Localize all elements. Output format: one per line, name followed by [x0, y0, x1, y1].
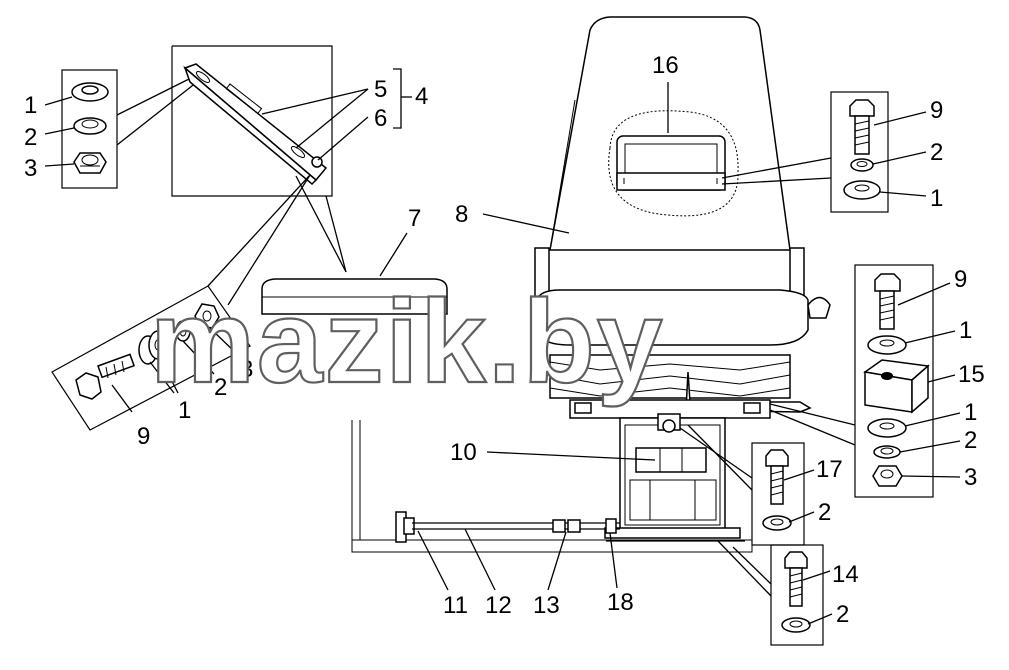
flat-washer-1b — [867, 418, 907, 438]
cab-floor — [351, 420, 753, 553]
label-1: 1 — [930, 185, 943, 212]
label-5: 5 — [374, 76, 387, 103]
control-cable: 11 12 13 18 — [395, 511, 634, 619]
label-1: 1 — [24, 92, 37, 119]
label-12: 12 — [485, 592, 512, 619]
hex-nut-3 — [73, 152, 107, 174]
label-11: 11 — [443, 592, 468, 619]
label-1: 1 — [959, 317, 972, 344]
label-16: 16 — [652, 52, 679, 79]
nut-3 — [194, 303, 220, 329]
label-9: 9 — [954, 266, 967, 293]
mounting-bracket — [183, 63, 328, 186]
label-15: 15 — [958, 361, 985, 388]
spacer-block-15 — [863, 359, 930, 414]
hardware-box-headrest: 9 2 1 — [721, 91, 943, 213]
lock-washer-2 — [73, 117, 107, 135]
hardware-box-suspension: 9 1 15 1 2 3 — [769, 264, 985, 498]
lock-washer-2 — [850, 158, 874, 172]
bolt-17 — [765, 449, 789, 505]
label-3: 3 — [964, 464, 977, 491]
hardware-box-top-left: 1 2 3 — [24, 69, 198, 189]
label-10: 10 — [450, 439, 477, 466]
label-2: 2 — [818, 499, 831, 526]
label-1: 1 — [178, 397, 191, 424]
flat-washer-1 — [71, 82, 109, 102]
label-6: 6 — [374, 105, 387, 132]
seat-cushion: 7 — [261, 205, 448, 315]
label-13: 13 — [533, 592, 560, 619]
label-14: 14 — [832, 561, 859, 588]
bracket-detail-box: 5 6 4 — [171, 45, 428, 273]
headrest-handle — [616, 135, 726, 191]
bolt-14 — [784, 551, 808, 607]
lock-washer-2 — [762, 515, 792, 531]
hardware-box-14: 14 2 — [717, 540, 859, 646]
label-9: 9 — [137, 423, 150, 450]
label-2: 2 — [836, 601, 849, 628]
washers-1 — [138, 330, 168, 365]
label-17: 17 — [816, 456, 843, 483]
label-18: 18 — [607, 589, 634, 616]
lock-washer-2 — [781, 617, 811, 633]
label-2: 2 — [24, 124, 37, 151]
flat-washer-1 — [867, 335, 907, 355]
bolt-9 — [874, 273, 901, 330]
bolt-9 — [75, 353, 136, 400]
label-1: 1 — [964, 399, 977, 426]
label-4: 4 — [415, 83, 428, 110]
label-8: 8 — [455, 201, 468, 228]
label-2: 2 — [964, 427, 977, 454]
bolt-9 — [849, 99, 875, 155]
label-3: 3 — [24, 155, 37, 182]
bolt-washer-group-box: 9 1 2 3 — [51, 174, 311, 450]
driver-seat — [534, 16, 831, 542]
label-2: 2 — [930, 139, 943, 166]
label-9: 9 — [930, 97, 943, 124]
flat-washer-1 — [843, 180, 881, 200]
lock-washer-2 — [873, 445, 901, 459]
hardware-box-17: 17 2 — [679, 424, 843, 546]
hex-nut-3 — [872, 465, 903, 487]
label-7: 7 — [408, 205, 421, 232]
label-3: 3 — [240, 356, 253, 383]
label-2: 2 — [214, 374, 227, 401]
watermark-text: mazik.by — [150, 276, 664, 408]
